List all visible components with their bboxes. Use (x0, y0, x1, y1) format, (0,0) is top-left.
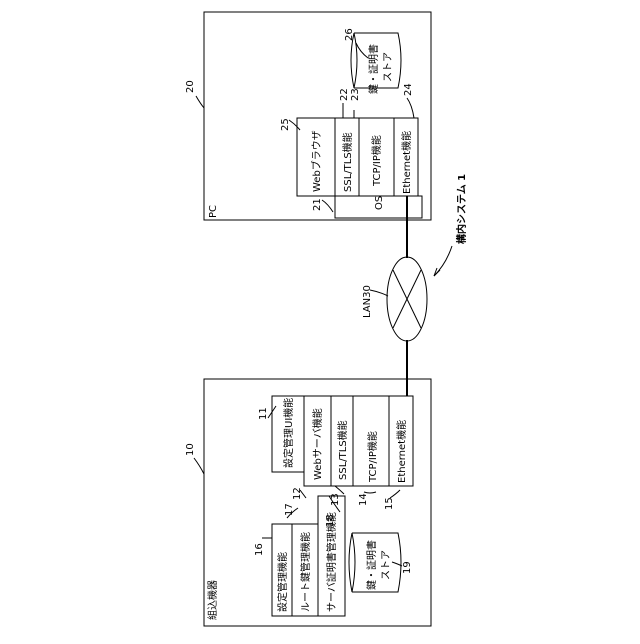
device-settings-ui-number: 11 (258, 407, 269, 420)
device-leader-13 (335, 486, 344, 494)
device-store-number: 19 (402, 561, 413, 574)
pc-store-number: 26 (344, 28, 355, 41)
system-caption: 構内システム 1 (455, 174, 468, 244)
pc-label: PC (208, 205, 219, 218)
system-caption-arrow-head (434, 268, 440, 276)
device-settings-mgmt-number: 16 (254, 543, 265, 556)
device-tcp-number: 14 (358, 493, 369, 506)
pc-ethernet-number: 24 (403, 83, 414, 96)
device-label: 組込機器 (206, 580, 219, 620)
device-ssl-label: SSL/TLS機能 (336, 420, 349, 480)
pc-leader-20 (196, 96, 204, 108)
pc-ethernet-label: Ethernet機能 (400, 131, 413, 194)
pc-leader-21 (322, 200, 333, 212)
pc-os-number: 21 (312, 198, 323, 211)
pc-leader-26 (356, 43, 368, 58)
device-leader-10 (194, 458, 204, 474)
device-number: 10 (185, 443, 196, 456)
device-leader-14 (364, 492, 376, 493)
pc-tcp-number: 23 (350, 88, 361, 101)
device-store-line1: 鍵・証明書 (365, 540, 378, 590)
pc-leader-24 (407, 98, 414, 118)
device-root-key-label: ルート鍵管理機能 (299, 532, 312, 612)
device-settings-ui-label: 設定管理UI機能 (282, 398, 295, 468)
pc-store-line1: 鍵・証明書 (367, 44, 380, 94)
device-web-server-number: 12 (292, 487, 303, 500)
device-ethernet-label: Ethernet機能 (395, 420, 408, 483)
device-leader-15 (390, 490, 400, 498)
system-caption-leader (434, 246, 452, 276)
pc-store-line2: ストア (383, 52, 394, 82)
pc-number: 20 (185, 80, 196, 93)
device-ethernet-number: 15 (384, 497, 395, 510)
pc-tcp-label: TCP/IP機能 (370, 135, 383, 187)
pc-browser-label: Webブラウザ (310, 130, 323, 192)
pc-ssl-number: 22 (339, 88, 350, 101)
device-store-line2: ストア (381, 550, 392, 580)
device-ssl-number: 13 (330, 493, 341, 506)
device-settings-mgmt-label: 設定管理機能 (276, 552, 289, 612)
pc-os-label: OS (374, 196, 385, 210)
device-root-key-number: 17 (284, 503, 295, 516)
pc-browser-number: 25 (280, 118, 291, 131)
device-web-server-label: Webサーバ機能 (311, 408, 324, 480)
device-server-cert-number: 18 (325, 514, 336, 527)
device-tcp-label: TCP/IP機能 (366, 431, 379, 483)
lan-label: LAN30 (362, 285, 373, 318)
pc-ssl-label: SSL/TLS機能 (341, 132, 354, 192)
